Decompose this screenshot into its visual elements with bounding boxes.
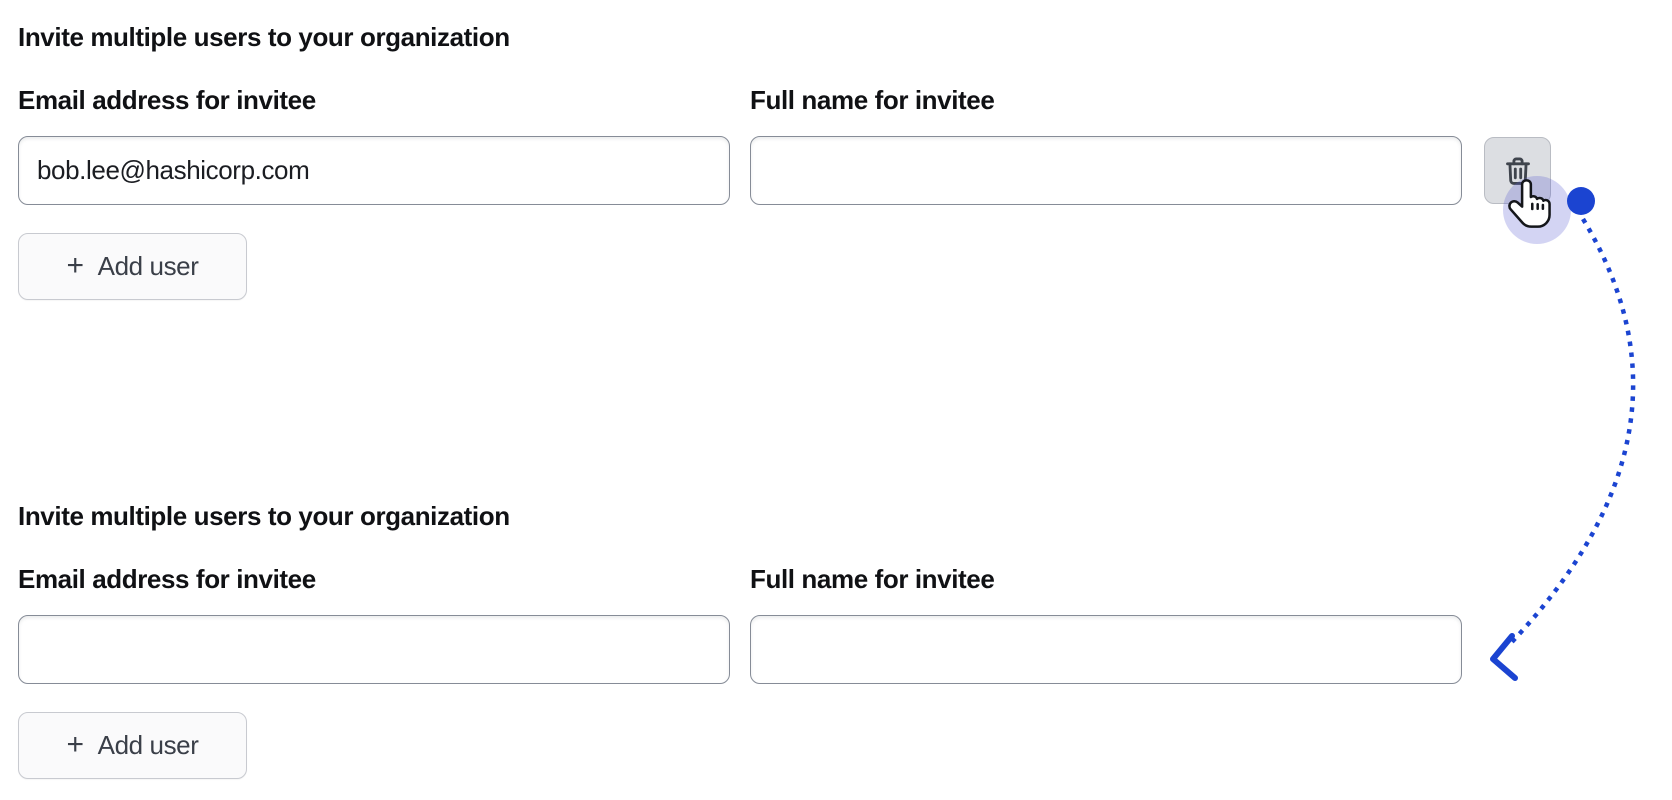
- delete-row-button[interactable]: [1484, 137, 1551, 204]
- page-title: Invite multiple users to your organizati…: [18, 501, 510, 531]
- fullname-field[interactable]: [750, 615, 1462, 684]
- arrowhead-icon: [1490, 633, 1518, 681]
- plus-icon: +: [66, 248, 85, 282]
- page-title: Invite multiple users to your organizati…: [18, 22, 510, 52]
- add-user-label: Add user: [97, 730, 199, 760]
- plus-icon: +: [66, 727, 85, 761]
- fullname-label: Full name for invitee: [750, 564, 995, 594]
- add-user-button[interactable]: + Add user: [18, 233, 247, 300]
- fullname-field[interactable]: [750, 136, 1462, 205]
- drag-start-dot: [1567, 187, 1595, 215]
- add-user-label: Add user: [97, 251, 199, 281]
- fullname-label: Full name for invitee: [750, 85, 995, 115]
- email-label: Email address for invitee: [18, 564, 316, 594]
- email-field[interactable]: [18, 136, 730, 205]
- drag-path: [1507, 217, 1636, 647]
- trash-icon: [1505, 157, 1530, 185]
- email-field[interactable]: [18, 615, 730, 684]
- add-user-button[interactable]: + Add user: [18, 712, 247, 779]
- email-label: Email address for invitee: [18, 85, 316, 115]
